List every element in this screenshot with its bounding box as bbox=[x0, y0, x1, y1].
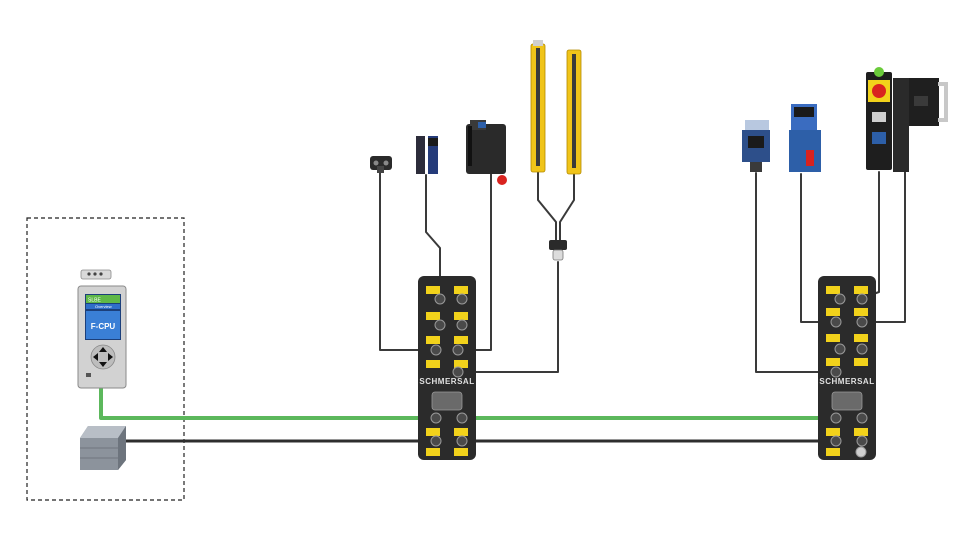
interlock-icon bbox=[466, 120, 507, 185]
light-curtain-icon bbox=[530, 40, 582, 261]
io-module-b-ports bbox=[826, 286, 868, 378]
cable-light-curtain-b bbox=[559, 171, 575, 241]
network-cable-controller-to-module-a bbox=[99, 386, 434, 420]
magnetic-sensor-icon bbox=[416, 136, 438, 174]
module-b-bus-connector bbox=[831, 391, 863, 411]
door-switch-icon bbox=[370, 156, 392, 173]
safety-controller-icon: SLBE Overview F-CPU bbox=[77, 269, 127, 389]
cable-door-switch bbox=[379, 171, 433, 351]
cable-door-handle bbox=[861, 171, 906, 323]
cable-light-curtain-a bbox=[537, 167, 557, 241]
io-module-a-ports bbox=[426, 286, 468, 378]
estop-panel-icon bbox=[866, 67, 892, 170]
io-module-a: SCHMERSAL bbox=[418, 276, 476, 460]
module-a-bus-connector bbox=[431, 391, 463, 411]
controller-screen-title: F-CPU bbox=[91, 322, 116, 331]
module-b-brand-label: SCHMERSAL bbox=[819, 377, 874, 386]
cable-light-curtain-main bbox=[461, 261, 559, 373]
cable-rfid-sensor bbox=[755, 172, 833, 373]
control-cabinet-boundary bbox=[26, 217, 185, 501]
controller-screen-header: SLBE bbox=[88, 298, 101, 304]
cable-magnetic-sensor bbox=[425, 174, 441, 293]
solenoid-interlock-icon bbox=[789, 104, 821, 172]
controller-menu-item: Overview bbox=[95, 304, 112, 309]
power-supply-icon bbox=[80, 426, 126, 470]
module-a-brand-label: SCHMERSAL bbox=[419, 377, 474, 386]
io-module-b: SCHMERSAL bbox=[818, 276, 876, 460]
door-handle-icon bbox=[893, 78, 948, 172]
rfid-sensor-icon bbox=[742, 120, 770, 172]
